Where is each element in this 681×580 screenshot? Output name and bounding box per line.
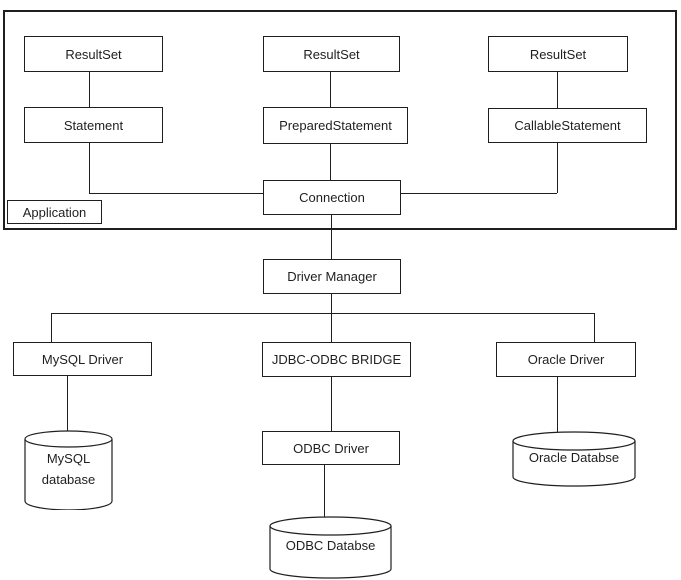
- connector-oracledriver-oracledatabase: [557, 377, 558, 433]
- connector-drivermanager-branch: [331, 294, 332, 313]
- node-statement: Statement: [24, 107, 163, 143]
- connector-branch-jdbcodbcbridge: [331, 313, 332, 342]
- connector-branch-mysqldriver: [51, 313, 52, 342]
- node-prepared-statement: PreparedStatement: [263, 107, 408, 144]
- connector-connection-drivermanager: [331, 215, 332, 259]
- node-resultset-right: ResultSet: [488, 36, 628, 72]
- connector-callablestatement-down: [557, 143, 558, 193]
- mysql-database-label: MySQL database: [24, 448, 113, 490]
- connector-resultset2-preparedstatement: [330, 72, 331, 107]
- odbc-database-cylinder: [269, 516, 392, 579]
- node-mysql-driver: MySQL Driver: [13, 342, 152, 376]
- connector-preparedstatement-connection: [330, 144, 331, 180]
- node-resultset-left: ResultSet: [24, 36, 163, 72]
- connector-statement-connection: [89, 193, 264, 194]
- application-boundary-box: [3, 10, 677, 230]
- node-oracle-driver: Oracle Driver: [496, 342, 636, 377]
- connector-branch-oracledriver: [594, 313, 595, 342]
- application-boundary-label: Application: [7, 200, 102, 224]
- mysql-database-label-line2: database: [41, 472, 96, 487]
- connector-mysqldriver-mysqldatabase: [67, 376, 68, 431]
- oracle-database-cylinder: [512, 431, 636, 487]
- node-callable-statement: CallableStatement: [488, 108, 647, 143]
- connector-resultset1-statement: [89, 72, 90, 107]
- node-odbc-driver: ODBC Driver: [262, 431, 400, 465]
- node-driver-manager: Driver Manager: [263, 259, 401, 294]
- mysql-database-label-line1: MySQL: [46, 451, 91, 466]
- odbc-database-label: ODBC Databse: [285, 538, 376, 553]
- connector-connection-callablestatement: [401, 193, 557, 194]
- node-resultset-middle: ResultSet: [263, 36, 400, 72]
- connector-branch-horizontal: [51, 313, 595, 314]
- oracle-database-label: Oracle Databse: [528, 450, 620, 465]
- connector-resultset3-callablestatement: [557, 72, 558, 108]
- mysql-database-cylinder: [24, 430, 113, 510]
- connector-statement-down: [89, 143, 90, 193]
- connector-odbcdriver-odbcdatabase: [324, 465, 325, 517]
- node-jdbc-odbc-bridge: JDBC-ODBC BRIDGE: [262, 342, 411, 377]
- node-connection: Connection: [263, 180, 401, 215]
- connector-jdbcodbcbridge-odbcdriver: [331, 377, 332, 431]
